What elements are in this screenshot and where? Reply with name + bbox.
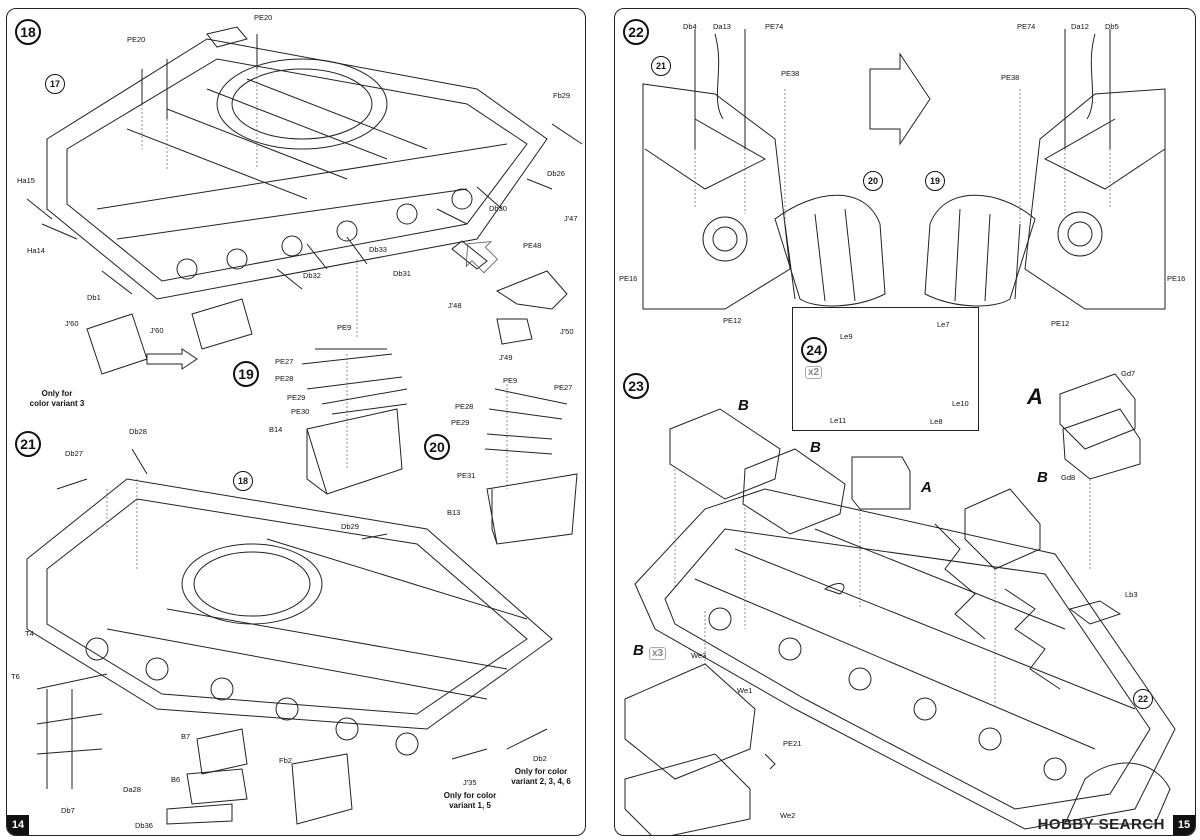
label-db5: Db5 <box>1105 22 1119 31</box>
left-instruction-page: 18 17 19 20 21 18 PE20 PE20 Fb29 Db26 Ha… <box>6 8 586 836</box>
label-t6: T6 <box>11 672 20 681</box>
ref-18-badge: 18 <box>233 471 253 491</box>
label-j47: J'47 <box>564 214 578 223</box>
label-pe20-a: PE20 <box>127 35 146 44</box>
label-db36: Db36 <box>135 821 153 830</box>
label-db27: Db27 <box>65 449 83 458</box>
label-db1: Db1 <box>87 293 101 302</box>
label-pe48: PE48 <box>523 241 542 250</box>
label-le7: Le7 <box>937 320 950 329</box>
label-db4: Db4 <box>683 22 697 31</box>
label-db2: Db2 <box>533 754 547 763</box>
label-da12: Da12 <box>1071 22 1089 31</box>
label-le11: Le11 <box>830 416 847 425</box>
label-j60-b: J'60 <box>150 326 164 335</box>
note-color-variant-2-3-4-6: Only for color variant 2, 3, 4, 6 <box>511 767 571 786</box>
letter-a-mid: A <box>921 479 932 496</box>
label-b13: B13 <box>447 508 461 517</box>
ref-22-badge: 22 <box>1133 689 1153 709</box>
label-pe28-b: PE28 <box>455 402 474 411</box>
label-pe38-a: PE38 <box>781 69 800 78</box>
label-gd7: Gd7 <box>1121 369 1136 378</box>
label-pe9-b: PE9 <box>503 376 518 385</box>
label-pe31: PE31 <box>457 471 476 480</box>
label-t4: T4 <box>25 629 34 638</box>
label-pe9-a: PE9 <box>337 323 352 332</box>
label-b7: B7 <box>181 732 191 741</box>
ref-20-badge: 20 <box>863 171 883 191</box>
letter-b-big: B <box>633 642 644 659</box>
right-page-number: 15 <box>1173 815 1195 835</box>
step-24-badge: 24 <box>801 337 827 363</box>
letter-b-2: B <box>810 439 821 456</box>
label-pe74-a: PE74 <box>765 22 784 31</box>
ref-19-badge: 19 <box>925 171 945 191</box>
watermark-logo: HOBBY SEARCH <box>1037 816 1165 833</box>
label-pe28-a: PE28 <box>275 374 294 383</box>
left-page-number: 14 <box>7 815 29 835</box>
label-le9: Le9 <box>840 332 853 341</box>
right-instruction-page: 22 21 20 19 23 24 22 x2 B x3 A A B B B D… <box>614 8 1196 836</box>
label-pe16-a: PE16 <box>619 274 638 283</box>
label-db26: Db26 <box>547 169 565 178</box>
label-db33: Db33 <box>369 245 387 254</box>
step-22-badge: 22 <box>623 19 649 45</box>
label-db7: Db7 <box>61 806 75 815</box>
label-fb2: Fb2 <box>279 756 292 765</box>
label-pe30: PE30 <box>291 407 310 416</box>
multiplier-x3: x3 <box>649 647 667 660</box>
multiplier-x2: x2 <box>805 366 823 379</box>
ref-17-badge: 17 <box>45 74 65 94</box>
label-j49: J'49 <box>499 353 513 362</box>
label-we3: We3 <box>691 651 707 660</box>
label-db29: Db29 <box>341 522 359 531</box>
note-color-variant-3: Only for color variant 3 <box>29 389 85 408</box>
label-pe27-b: PE27 <box>554 383 573 392</box>
label-pe16-b: PE16 <box>1167 274 1186 283</box>
label-da28: Da28 <box>123 785 141 794</box>
label-pe21: PE21 <box>783 739 802 748</box>
label-db32: Db32 <box>303 271 321 280</box>
label-ha15: Ha15 <box>17 176 35 185</box>
label-db30: Db30 <box>489 204 507 213</box>
label-da13: Da13 <box>713 22 731 31</box>
step-23-badge: 23 <box>623 373 649 399</box>
letter-a-big: A <box>1027 384 1043 409</box>
label-j48: J'48 <box>448 301 462 310</box>
step-24-inset-box <box>792 307 979 431</box>
label-b6: B6 <box>171 775 181 784</box>
note-color-variant-1-5: Only for color variant 1, 5 <box>443 791 497 810</box>
label-b14: B14 <box>269 425 283 434</box>
label-pe12-b: PE12 <box>1051 319 1070 328</box>
step-21-badge: 21 <box>15 431 41 457</box>
step-18-badge: 18 <box>15 19 41 45</box>
label-lb3: Lb3 <box>1125 590 1138 599</box>
label-pe20-b: PE20 <box>254 13 273 22</box>
label-j35: J'35 <box>463 778 477 787</box>
label-fb29: Fb29 <box>553 91 571 100</box>
label-ha14: Ha14 <box>27 246 45 255</box>
step-20-badge: 20 <box>424 434 450 460</box>
label-pe29-b: PE29 <box>451 418 470 427</box>
label-we2: We2 <box>780 811 796 820</box>
label-db31: Db31 <box>393 269 411 278</box>
label-j50: J'50 <box>560 327 574 336</box>
ref-21-badge: 21 <box>651 56 671 76</box>
label-j60-a: J'60 <box>65 319 79 328</box>
label-le8: Le8 <box>930 417 943 426</box>
step-19-badge: 19 <box>233 361 259 387</box>
label-pe27-a: PE27 <box>275 357 294 366</box>
left-page-line-art <box>26 26 583 825</box>
label-pe38-b: PE38 <box>1001 73 1020 82</box>
label-we1: We1 <box>737 686 753 695</box>
label-le10: Le10 <box>952 399 969 408</box>
label-db28-a: Db28 <box>129 427 147 436</box>
letter-b-1: B <box>738 397 749 414</box>
letter-b-3: B <box>1037 469 1048 486</box>
label-pe29-a: PE29 <box>287 393 306 402</box>
label-gd8: Gd8 <box>1061 473 1076 482</box>
label-pe12-a: PE12 <box>723 316 742 325</box>
label-pe74-b: PE74 <box>1017 22 1036 31</box>
